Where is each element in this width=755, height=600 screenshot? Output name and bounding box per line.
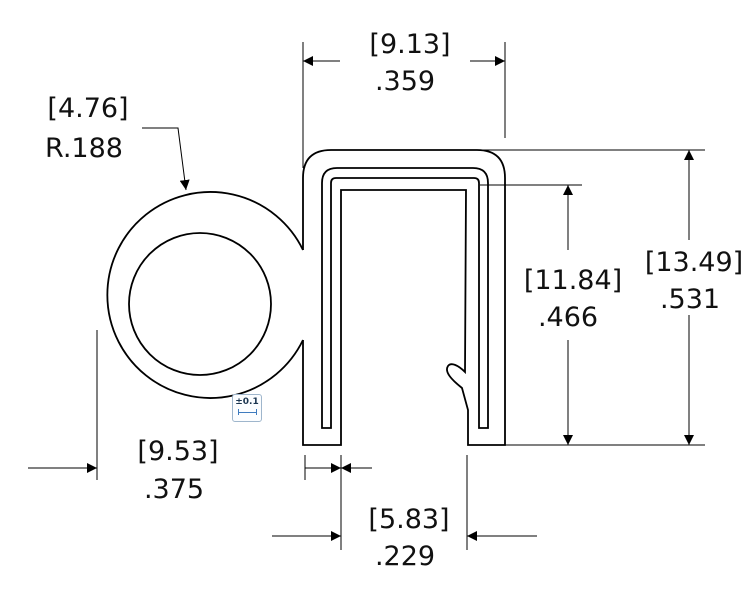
dimension-labels: [9.13] .359 [4.76] R.188 [11.84] .466 [1… [45, 29, 743, 572]
opening-imperial-label: .229 [375, 541, 435, 572]
dimension-lines [28, 56, 694, 541]
radius-metric-label: [4.76] [47, 93, 128, 124]
tolerance-label: ±0.1 [235, 397, 259, 407]
part-profile [106, 149, 506, 446]
bulb-offset-metric-label: [9.53] [137, 436, 218, 467]
inner-height-metric-label: [11.84] [524, 265, 622, 296]
overall-height-metric-label: [13.49] [645, 247, 743, 278]
overall-height-imperial-label: .531 [660, 284, 720, 315]
bulb-outer [106, 191, 304, 399]
clip-outer [302, 149, 506, 446]
clip-lining [321, 167, 489, 429]
bulb-inner [128, 232, 272, 376]
radius-imperial-label: R.188 [45, 133, 123, 164]
opening-metric-label: [5.83] [368, 504, 449, 535]
tolerance-icon [238, 412, 256, 413]
bulb-offset-imperial-label: .375 [144, 474, 204, 505]
inner-height-imperial-label: .466 [538, 302, 598, 333]
tolerance-badge[interactable]: ±0.1 [232, 394, 262, 422]
width-metric-label: [9.13] [369, 29, 450, 60]
width-imperial-label: .359 [375, 66, 435, 97]
